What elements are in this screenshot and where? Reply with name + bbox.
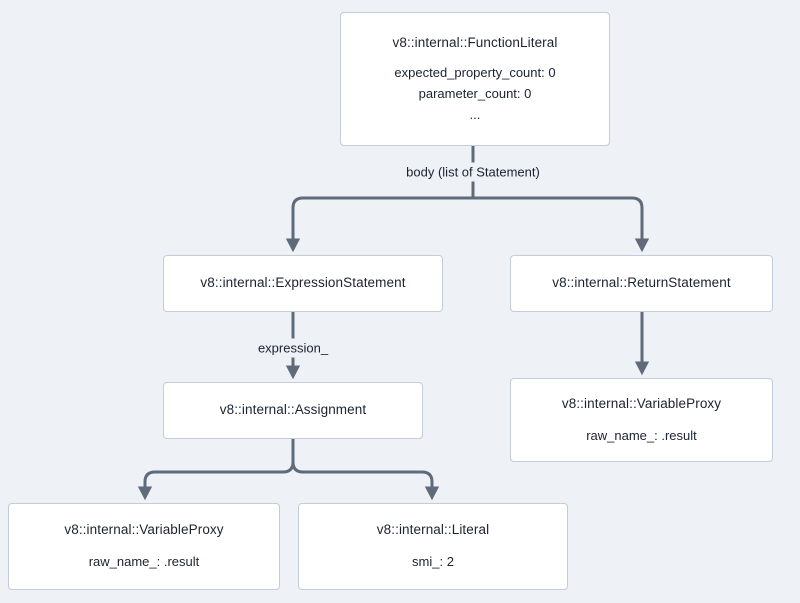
node-title: v8::internal::Literal <box>376 522 490 538</box>
edge-body-edge-right <box>471 146 650 253</box>
edge-label-expression-edge: expression_ <box>252 338 334 358</box>
node-attributes: raw_name_: .result <box>89 554 200 570</box>
edge-assign-value-edge <box>291 439 440 501</box>
node-attribute: expected_property_count: 0 <box>394 64 556 80</box>
node-attribute: smi_: 2 <box>412 554 454 570</box>
edge-label-body-edge-left: body (list of Statement) <box>401 162 545 182</box>
node-assignment[interactable]: v8::internal::Assignment <box>163 382 423 439</box>
node-return-statement[interactable]: v8::internal::ReturnStatement <box>510 255 773 312</box>
node-attribute: ... <box>469 107 481 123</box>
node-title: v8::internal::FunctionLiteral <box>392 34 558 50</box>
node-attribute: parameter_count: 0 <box>418 85 532 101</box>
node-title: v8::internal::Assignment <box>219 402 367 418</box>
node-title: v8::internal::ExpressionStatement <box>200 275 406 291</box>
node-title: v8::internal::VariableProxy <box>64 522 224 538</box>
node-attributes: smi_: 2 <box>412 554 454 570</box>
edge-assign-target-edge <box>137 439 295 501</box>
edge-body-edge-left <box>285 146 475 253</box>
node-attributes: raw_name_: .result <box>586 428 697 444</box>
node-title: v8::internal::VariableProxy <box>561 395 722 411</box>
node-attributes: expected_property_count: 0 parameter_coun… <box>394 65 555 124</box>
node-expression-statement[interactable]: v8::internal::ExpressionStatement <box>163 255 443 312</box>
node-title: v8::internal::ReturnStatement <box>552 275 731 291</box>
node-attribute: raw_name_: .result <box>586 427 697 443</box>
node-attribute: raw_name_: .result <box>88 554 200 570</box>
